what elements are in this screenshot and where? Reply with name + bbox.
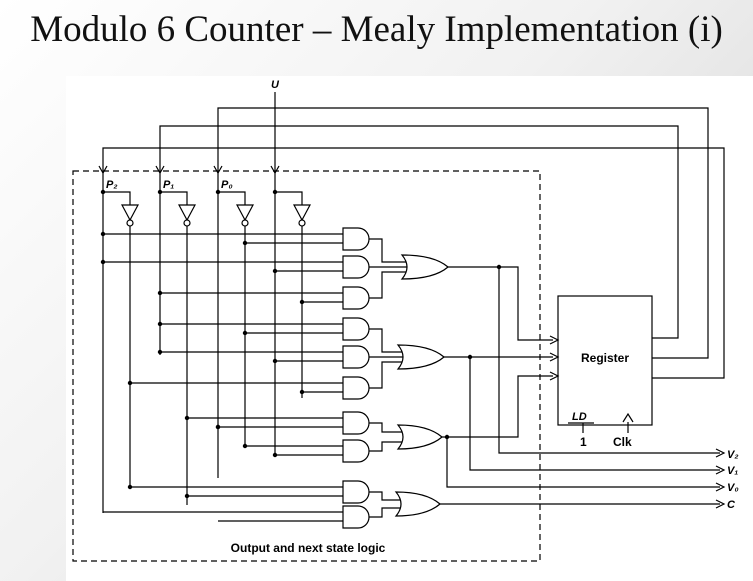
output-label-c: C [727,499,736,511]
inverter-p1 [178,204,196,227]
register-label: Register [581,351,629,365]
output-label-v2: V₂ [727,449,739,461]
feedback-p2 [102,147,725,379]
clock-edge-icon [622,412,634,423]
inverter-u [293,204,311,227]
input-label-u: U [271,79,280,91]
state-label-p1: P₁ [163,179,174,191]
ld-value: 1 [580,435,587,449]
logic-block-outline [72,170,541,562]
output-label-v1: V₁ [727,465,738,477]
or-gates [394,254,449,517]
slide-title: Modulo 6 Counter – Mealy Implementation … [30,9,723,50]
state-label-p0: P₀ [221,179,233,191]
or-output-wires [440,264,720,505]
bus-junctions [100,231,305,499]
and-gate-inputs [103,233,343,522]
feedback-p1 [159,125,679,339]
ld-label: LD [572,411,587,423]
register-block [557,295,653,426]
inverter-p2 [121,204,139,227]
and-to-or-wires [369,238,407,518]
state-label-p2: P₂ [106,179,118,191]
logic-block-label: Output and next state logic [231,541,386,555]
feedback-p0 [217,107,709,359]
clk-label: Clk [613,435,632,449]
and-gates [342,227,370,529]
output-label-v0: V₀ [727,482,739,494]
